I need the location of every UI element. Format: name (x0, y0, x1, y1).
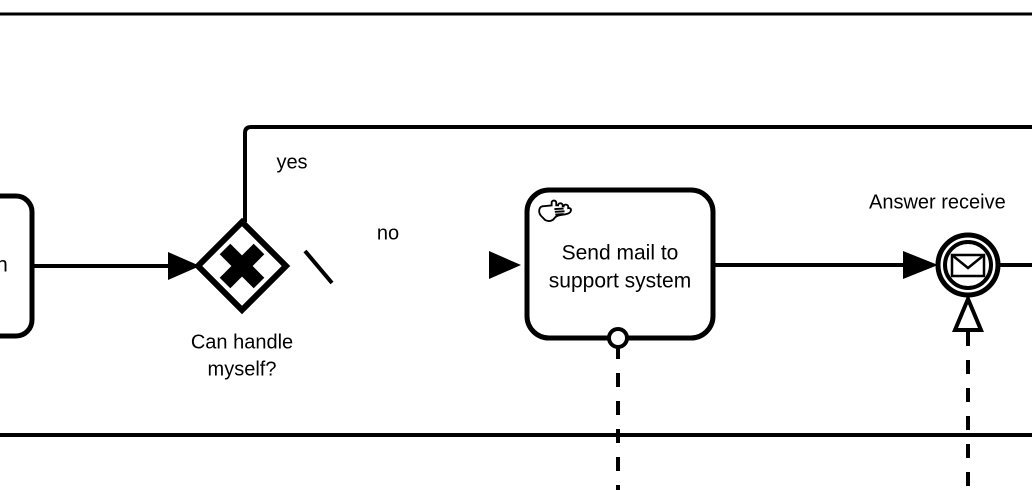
message-event-label: Answer receive (869, 191, 1006, 213)
sequence-flow-task-to-event[interactable] (713, 251, 938, 279)
message-flow-start-circle-icon (607, 327, 629, 349)
manual-task-label-line1: Send mail to (562, 242, 679, 265)
message-flow-open-arrowhead-icon (951, 293, 985, 332)
exclusive-gateway[interactable]: Can handle myself? (191, 217, 293, 380)
envelope-icon (950, 253, 986, 278)
sequence-flow-no[interactable]: no (303, 222, 399, 285)
sequence-flow-no-line[interactable] (303, 249, 334, 285)
sequence-flow-yes[interactable]: yes (243, 125, 1032, 222)
sequence-flow-yes-line[interactable] (243, 125, 1032, 222)
intermediate-message-event[interactable]: Answer receive (869, 191, 1006, 298)
upstream-task-label: n (0, 254, 8, 277)
message-flow-out[interactable] (607, 327, 629, 490)
message-flow-in[interactable] (951, 293, 985, 490)
arrowhead-into-task-icon (489, 251, 521, 279)
sequence-flow-no-label: no (377, 222, 399, 244)
gateway-label-line1: Can handle (191, 331, 293, 353)
upstream-task-clipped[interactable]: n (0, 193, 35, 339)
sequence-flow-yes-label: yes (276, 151, 307, 173)
sequence-flow-to-gateway[interactable] (32, 252, 200, 280)
arrowhead-icon (168, 252, 200, 280)
hand-icon (538, 199, 572, 222)
gateway-x-icon (219, 243, 265, 289)
manual-task-label-line2: support system (549, 270, 691, 293)
gateway-label-line2: myself? (208, 358, 277, 380)
manual-task-send-mail[interactable]: Send mail to support system (524, 187, 716, 341)
arrowhead-into-event-icon (903, 251, 938, 279)
